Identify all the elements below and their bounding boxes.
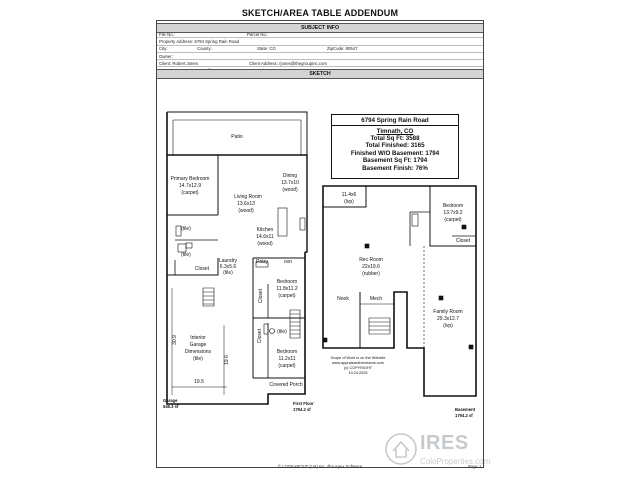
bedroom-3-label: Bedroom	[277, 349, 297, 355]
scope-line-3: (c) COPYRIGHT	[344, 366, 373, 370]
bedroom-3-dims: 11.2x11	[278, 356, 295, 362]
patio-label: Patio	[231, 134, 243, 140]
basement-bedroom-floor: (carpet)	[444, 217, 462, 223]
floor-plan-sketch: Patio Primary Bedroom 14.7x12.9 (carpet)…	[163, 111, 477, 418]
finished-without-basement: Finished W/O Basement: 1794	[350, 149, 440, 157]
basement-sqft: Basement Sq Ft: 1794	[362, 157, 428, 164]
basement-finish: Basement Finish: 76%	[362, 164, 428, 172]
area-summary-box: 6794 Spring Rain Road Timnath, CO Total …	[331, 114, 459, 179]
first-floor-area-value: 1794.2 sf	[293, 407, 311, 412]
primary-bedroom-floor: (carpet)	[181, 190, 199, 196]
storage-dims: 11.4x6	[342, 192, 357, 198]
watermark-brand: IRES	[420, 432, 469, 454]
basement-area-value: 1794.2 sf	[455, 413, 473, 418]
laundry-label: Laundry	[219, 258, 238, 264]
basement-bedroom-label: Bedroom	[443, 203, 463, 209]
addendum-frame	[156, 20, 484, 468]
footer-copyright: © LOOKABOUT (US) Inc. dba Apex Software	[277, 464, 363, 469]
kitchen-label: Kitchen	[257, 227, 274, 233]
bath-tile-label: (tile)	[181, 226, 191, 232]
basement-bedroom-dims: 13.7x9.2	[443, 210, 462, 216]
living-room-dims: 13.6x13	[237, 201, 255, 207]
garage-floor: (tile)	[193, 356, 203, 362]
sketch-header: SKETCH	[157, 69, 483, 79]
basement-fixtures	[322, 213, 474, 350]
laundry-floor: (tile)	[223, 270, 233, 276]
covered-porch-label: Covered Porch	[269, 382, 303, 388]
page-number: Page 1	[468, 464, 482, 469]
garage-area-value: 546.3 sf	[163, 404, 179, 409]
first-floor-labels: Patio Primary Bedroom 14.7x12.9 (carpet)…	[171, 134, 303, 388]
file-no: File No.:	[159, 31, 175, 37]
primary-bedroom-label: Primary Bedroom	[171, 176, 210, 182]
parcel-no: Parcel No.:	[247, 31, 269, 37]
dining-floor: (wood)	[282, 187, 298, 193]
basement-area-label: Basement	[455, 407, 476, 412]
dim-19-6: 19.6	[224, 355, 230, 365]
pantry-label: Pntry	[256, 259, 268, 265]
state: State: CO	[257, 46, 276, 52]
watermark-domain: ColoProperties.com	[420, 457, 491, 466]
rec-room-dims: 22x19.6	[362, 264, 380, 270]
summary-address: 6794 Spring Rain Road	[332, 115, 458, 126]
kitchen-floor: (wood)	[257, 241, 273, 247]
garage-area-label: Garage	[163, 398, 178, 403]
basement-closet-label: Closet	[456, 238, 471, 244]
garage-label-3: Dimensions	[185, 349, 212, 355]
dim-19-5: 19.5	[194, 379, 204, 385]
kitchen-dims: 14.6x11	[256, 234, 274, 240]
summary-city: Timnath, CO	[376, 127, 414, 135]
rec-room-label: Rec Room	[359, 257, 383, 263]
family-room-label: Family Room	[433, 309, 462, 315]
scope-line-4: 10.24.2025	[348, 371, 367, 375]
bedroom-2-floor: (carpet)	[278, 293, 296, 299]
family-room-floor: (lvp)	[443, 323, 453, 329]
dimension-lines	[171, 288, 227, 395]
scope-note: Scope of Work is on the Website www.appr…	[331, 356, 386, 375]
mech-label: Mech	[370, 296, 382, 302]
dim-30-9: 30.9	[172, 335, 178, 345]
county: County:	[197, 46, 212, 52]
oven-label: ovn	[284, 259, 292, 265]
primary-bedroom-dims: 14.7x12.9	[179, 183, 201, 189]
owner: Owner:	[159, 53, 173, 59]
rec-room-floor: (rubber)	[362, 271, 380, 277]
house-logo-icon	[385, 433, 417, 465]
living-room-floor: (wood)	[238, 208, 254, 214]
garage-label-2: Garage	[190, 342, 207, 348]
first-floor-area-label: First Floor	[293, 401, 314, 406]
bedroom-3-floor: (carpet)	[278, 363, 296, 369]
living-room-label: Living Room	[234, 194, 262, 200]
city: City:	[159, 46, 168, 52]
scope-line-1: Scope of Work is on the Website	[331, 356, 386, 360]
closet-2-label: Closet	[258, 288, 264, 303]
storage-floor: (lvp)	[344, 199, 354, 205]
laundry-dims: 6.3x5.6	[220, 264, 237, 270]
property-address: Property Address: 6794 Spring Rain Road	[159, 38, 240, 44]
garage-label-1: Interior	[190, 335, 206, 341]
first-floor-fixtures	[175, 207, 306, 339]
basement-labels: 11.4x6 (lvp) Bedroom 13.7x9.2 (carpet) C…	[337, 192, 471, 329]
dining-dims: 13.7x10	[281, 180, 299, 186]
zip-code: ZipCode: 80547	[327, 46, 358, 52]
closet-tile-label: (tile)	[181, 252, 191, 258]
family-room-dims: 29.3x12.7	[437, 316, 459, 322]
total-sqft: Total Sq Ft: 3588	[370, 134, 420, 142]
area-labels: Garage 546.3 sf First Floor 1794.2 sf Ba…	[163, 398, 476, 418]
closet-label: Closet	[195, 266, 210, 272]
bedroom-2-dims: 11.8x11.2	[276, 286, 297, 292]
page-title: SKETCH/AREA TABLE ADDENDUM	[241, 8, 399, 18]
bedroom-2-label: Bedroom	[277, 279, 297, 285]
basement-plan	[322, 185, 477, 397]
client-address: Client Address: rjones@thegroupinc.com	[249, 60, 327, 66]
ires-watermark: IRES ColoProperties.com	[384, 432, 494, 470]
client: Client: Robert Jones	[159, 60, 198, 66]
subject-info-header: SUBJECT INFO	[157, 23, 483, 33]
scope-line-2: www.appraisaldimensions.com	[332, 361, 384, 365]
bath-2-tile-label: (tile)	[277, 329, 287, 335]
dining-label: Dining	[283, 173, 297, 179]
closet-3-label: Closet	[257, 328, 263, 343]
nook-label: Nook	[337, 296, 349, 302]
total-finished: Total Finished: 3165	[365, 142, 425, 149]
